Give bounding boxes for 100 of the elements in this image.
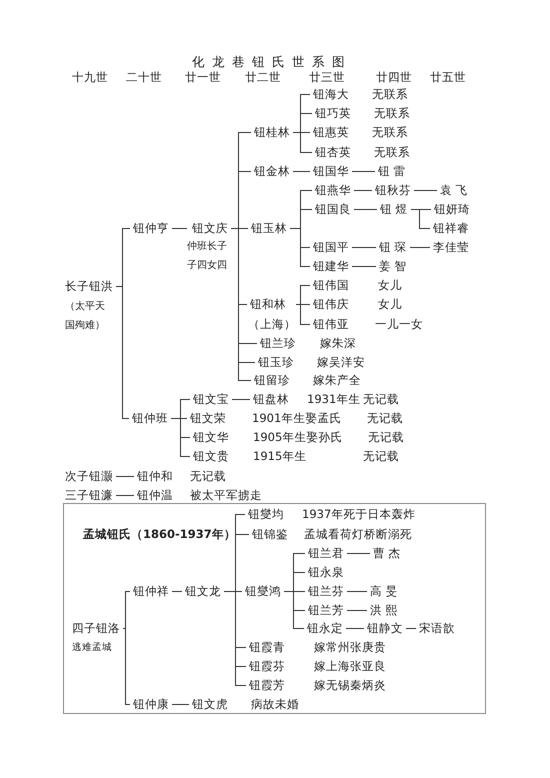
person-name: 钮玉林 — [250, 220, 288, 236]
connector-line — [346, 591, 368, 592]
person-name: 钮玉珍 — [257, 354, 295, 370]
note-text: 嫁上海张亚良 — [314, 658, 386, 674]
person-name: 钮建华 — [312, 258, 350, 274]
person-name: 三子钮濂 — [64, 487, 114, 503]
person-name: 长子钮洪 — [64, 278, 114, 294]
person-name: 钮盘林 — [252, 391, 290, 407]
note-text: （上海） — [248, 316, 296, 332]
connector-line — [406, 628, 416, 629]
note-text: 病故未婚 — [251, 696, 299, 712]
note-text: 无记载 — [368, 429, 404, 445]
person-name: 钮霞青 — [248, 639, 286, 655]
person-name: 钮文荣 — [189, 410, 227, 426]
person-name: 钮国良 — [314, 201, 352, 217]
person-name: 钮金林 — [253, 163, 291, 179]
person-name: 袁 飞 — [439, 182, 469, 198]
generation-label: 十九世 — [72, 69, 108, 85]
person-name: 钮仲和 — [136, 468, 174, 484]
person-name: 钮祥睿 — [432, 220, 470, 236]
person-name: 钮霞芳 — [248, 677, 286, 693]
connector-line — [354, 190, 372, 191]
person-name: 钮海大 — [312, 86, 350, 102]
person-name: 姜 智 — [378, 258, 408, 274]
person-name: 钮伟国 — [312, 277, 350, 293]
note-text: 无记载 — [363, 391, 399, 407]
connector-line — [290, 228, 310, 267]
person-name: 钮仲康 — [132, 696, 170, 712]
note-text: 1915年生 — [253, 448, 306, 464]
connector-line — [292, 171, 310, 172]
note-text: 无联系 — [372, 86, 408, 102]
person-name: 钮兰珍 — [259, 335, 297, 351]
person-name: 钮燮鸿 — [244, 583, 282, 599]
connector-line — [230, 228, 252, 381]
note-text: 无联系 — [374, 144, 410, 160]
person-name: 钮文龙 — [184, 583, 222, 599]
person-name: 钮燮均 — [247, 506, 285, 522]
note-text: 无记载 — [367, 410, 403, 426]
connector-line — [232, 399, 250, 400]
note-text: 嫁无锡秦炳炎 — [314, 677, 386, 693]
person-name: 钮锦鉴 — [251, 526, 289, 542]
connector-line — [116, 476, 134, 477]
note-text: 女儿 — [378, 277, 402, 293]
note-text: 嫁常州张庚贵 — [314, 639, 386, 655]
person-name: 宋语歆 — [418, 620, 456, 636]
person-name: 钮惠英 — [312, 124, 350, 140]
connector-line — [292, 132, 312, 153]
person-name: 钮和林 — [249, 296, 287, 312]
connector-line — [414, 190, 438, 191]
title-text: 化龙巷钮氏世系图 — [192, 53, 352, 71]
person-name: 钮兰芬 — [307, 583, 345, 599]
connector-line — [122, 628, 130, 705]
frame-box — [63, 503, 486, 714]
connector-line — [116, 286, 130, 419]
note-text: 1905年生娶孙氏 — [253, 429, 342, 445]
note-text: 1937年死于日本轰炸 — [302, 506, 416, 522]
person-name: 钮国华 — [312, 163, 350, 179]
connector-line — [346, 553, 370, 554]
person-name: 曹 杰 — [372, 545, 402, 561]
person-name: 钮文庆 — [191, 220, 229, 236]
heading-text: 孟城钮氏（1860-1937年） — [83, 526, 236, 542]
person-name: 钮兰芳 — [307, 602, 345, 618]
connector-line — [172, 591, 182, 592]
note-text: 一儿一女 — [375, 316, 423, 332]
person-name: 钮仲温 — [136, 487, 174, 503]
person-name: 钮仲班 — [131, 410, 169, 426]
generation-label: 廿五世 — [430, 69, 466, 85]
person-name: 钮永定 — [306, 620, 344, 636]
connector-line — [354, 209, 378, 210]
person-name: 钮文华 — [192, 429, 230, 445]
connector-line — [116, 495, 134, 496]
person-name: 钮杏英 — [314, 144, 352, 160]
connector-line — [122, 591, 130, 629]
connector-line — [172, 704, 190, 705]
generation-label: 廿三世 — [309, 69, 345, 85]
person-name: 钮兰君 — [307, 545, 345, 561]
connector-line — [172, 228, 188, 229]
generation-label: 二十世 — [126, 69, 162, 85]
person-name: 次子钮灏 — [64, 468, 114, 484]
note-text: 子四女四 — [187, 259, 227, 273]
generation-label: 廿二世 — [245, 69, 281, 85]
note-text: 逃难孟城 — [72, 641, 112, 655]
note-text: 孟城看荷灯桥断溺死 — [304, 526, 412, 542]
connector-line — [352, 171, 376, 172]
connector-line — [352, 266, 376, 267]
connector-line — [284, 591, 304, 629]
person-name: 钮文宝 — [192, 391, 230, 407]
connector-line — [346, 628, 364, 629]
person-name: 钮霞芬 — [248, 658, 286, 674]
note-text: 无联系 — [372, 124, 408, 140]
note-text: 1931年生 — [307, 391, 360, 407]
person-name: 钮文虎 — [191, 696, 229, 712]
person-name: 钮伟庆 — [312, 296, 350, 312]
connector-line — [346, 610, 368, 611]
generation-label: 廿四世 — [376, 69, 412, 85]
person-name: 钮桂林 — [253, 124, 291, 140]
person-name: 钮 雷 — [377, 163, 407, 179]
connector-line — [296, 304, 310, 325]
note-text: 无联系 — [374, 105, 410, 121]
note-text: 嫁吴洋安 — [317, 354, 365, 370]
